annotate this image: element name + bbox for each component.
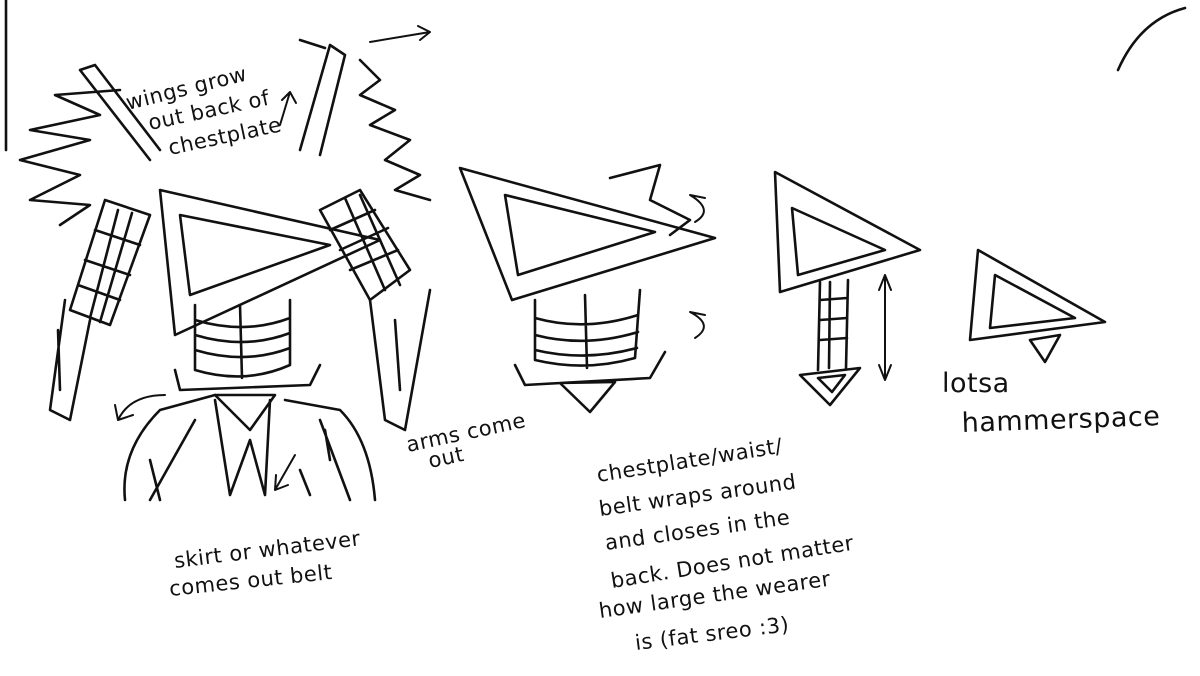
wrap-arrow-top <box>689 194 706 223</box>
figure2-side-flap <box>608 163 692 237</box>
annotation-wings: wings grow out back of chestplate <box>123 62 283 160</box>
figure-compressed <box>773 170 922 407</box>
figure3-strap <box>816 278 850 372</box>
skirt-arrow-right <box>274 454 296 491</box>
figure3-chestplate-inner <box>790 206 887 277</box>
hammerspace-note-line-2: hammerspace <box>961 401 1161 439</box>
skirt-arrow-left <box>114 394 166 421</box>
left-wing-feathers <box>18 63 162 227</box>
right-wing-feathers <box>298 43 432 202</box>
corner-arc-stroke <box>1116 6 1187 72</box>
size-arrow <box>878 274 892 381</box>
left-wing-lattice <box>68 198 152 327</box>
arms-note-line-1: arms come <box>404 408 528 457</box>
annotation-hammerspace: lotsa hammerspace <box>942 368 1161 439</box>
chestplate-outer <box>158 188 382 337</box>
figure3-chestplate-outer <box>773 170 922 294</box>
right-wing-lattice <box>318 188 412 302</box>
right-wing-tip <box>298 38 327 50</box>
waist-drum <box>193 298 292 380</box>
figure-stored <box>968 248 1107 364</box>
annotation-skirt: skirt or whatever comes out belt <box>168 526 362 601</box>
figure-full-armor <box>18 25 432 502</box>
annotation-arms: arms come out <box>404 408 528 473</box>
belt <box>173 363 322 432</box>
chestplate-inner <box>178 213 332 297</box>
skirt <box>123 393 377 502</box>
figure-chestplate-belt <box>458 163 717 414</box>
right-arm-guard <box>368 288 432 432</box>
annotation-belt: chestplate/waist/ belt wraps around and … <box>595 434 855 655</box>
figure3-buckle <box>798 366 862 407</box>
wing-arrow-up <box>279 91 297 126</box>
figure2-belt <box>513 350 667 414</box>
left-arm-guard <box>48 298 92 422</box>
figure4-chestplate-inner <box>988 273 1077 330</box>
figure4-buckle <box>1028 333 1062 364</box>
belt-note-line-6: is (fat sreo :3) <box>634 612 791 655</box>
figure2-chestplate-outer <box>458 166 717 302</box>
figure2-chestplate-inner <box>503 193 657 277</box>
wing-arrow-top <box>369 25 431 43</box>
figure4-chestplate-outer <box>968 248 1107 342</box>
wrap-arrow-bottom <box>689 311 706 339</box>
hammerspace-note-line-1: lotsa <box>942 368 1010 399</box>
figure2-waist-drum <box>533 288 642 370</box>
